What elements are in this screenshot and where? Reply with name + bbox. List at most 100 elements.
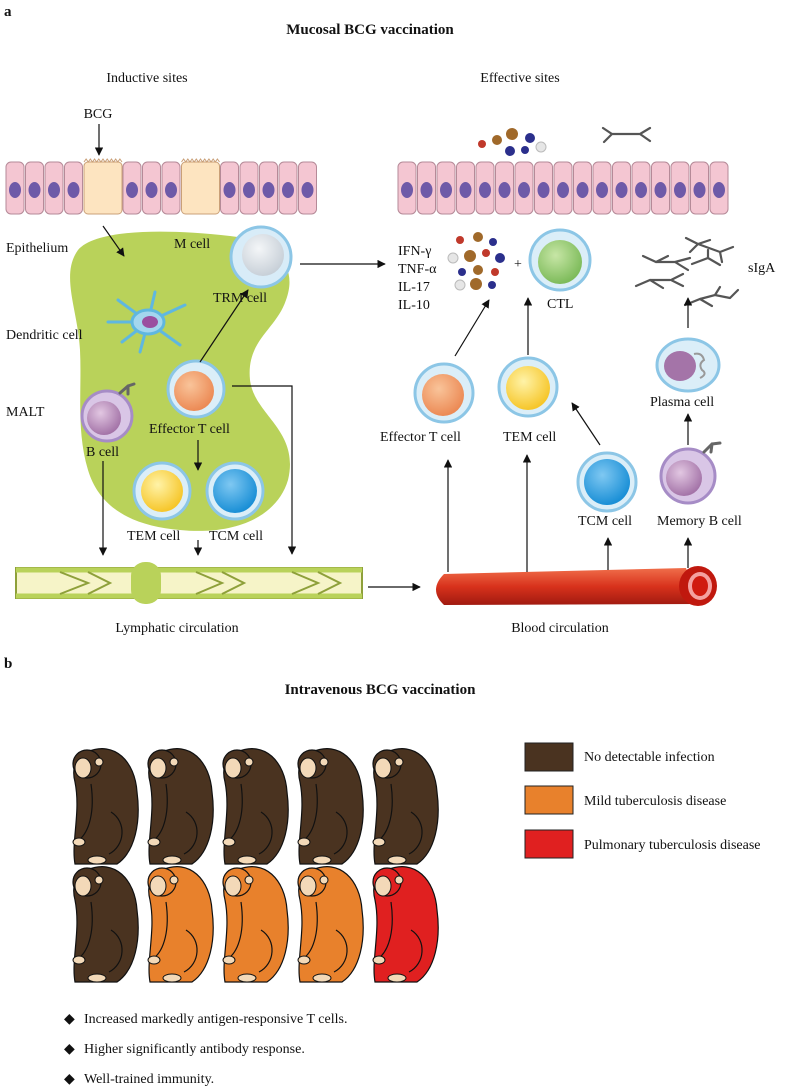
bcg-label: BCG xyxy=(84,107,113,122)
legend-swatch-pulmonary xyxy=(524,829,574,859)
cell-nucleus xyxy=(518,182,530,198)
cell-nucleus xyxy=(674,182,686,198)
b-cell-label: B cell xyxy=(86,445,119,460)
panel-b-title: Intravenous BCG vaccination xyxy=(285,682,477,698)
dendritic-cell xyxy=(106,290,187,354)
plus-sign: + xyxy=(514,257,522,272)
legend-label-pulmonary: Pulmonary tuberculosis disease xyxy=(584,838,761,853)
blood-vessel xyxy=(436,566,717,606)
trm-cell-label: TRM cell xyxy=(213,291,267,306)
cell-nucleus xyxy=(537,182,550,198)
monkey-3 xyxy=(222,748,289,865)
tcm-cell-right xyxy=(576,451,638,513)
tem-cell-right xyxy=(497,356,559,418)
panel-a-title: Mucosal BCG vaccination xyxy=(286,22,454,38)
m-cell-label: M cell xyxy=(174,237,210,252)
epithelium-to-malt-arrow xyxy=(102,225,125,257)
cell-nucleus xyxy=(262,182,275,198)
lymphatic-circulation-label: Lymphatic circulation xyxy=(115,621,238,636)
monkey-6 xyxy=(72,866,139,983)
legend-label-none: No detectable infection xyxy=(584,750,715,765)
effector-right-to-cytokine-arrow xyxy=(454,299,490,357)
tcm-right-to-tem-arrow xyxy=(571,402,601,446)
cytokine-tnf: TNF-α xyxy=(398,262,437,277)
cell-nucleus xyxy=(596,182,608,198)
monkey-4 xyxy=(297,748,364,865)
tcm-cell-left-label: TCM cell xyxy=(209,529,263,544)
effector-to-lymphatic-arrow xyxy=(232,385,297,555)
bullet-3: Well-trained immunity. xyxy=(84,1072,214,1087)
cell-nucleus xyxy=(635,182,647,198)
bullet-2: Higher significantly antibody response. xyxy=(84,1042,305,1057)
epithelium-label: Epithelium xyxy=(6,241,68,256)
epithelium-right xyxy=(397,161,729,215)
tcm-cell-left xyxy=(205,461,265,521)
cell-nucleus xyxy=(654,182,667,198)
cell-nucleus xyxy=(126,182,138,198)
secreted-particles xyxy=(478,128,547,156)
monkey-10 xyxy=(372,866,439,983)
epithelium-left xyxy=(5,158,317,215)
ctl-cell xyxy=(528,228,592,292)
bullet-mark-1: ◆ xyxy=(64,1012,75,1027)
cell-nucleus xyxy=(28,182,41,198)
blood-circulation-label: Blood circulation xyxy=(511,621,609,636)
cell-nucleus xyxy=(557,182,569,198)
inductive-sites-label: Inductive sites xyxy=(106,71,187,86)
memory-b-cell xyxy=(659,441,722,505)
cell-nucleus xyxy=(301,182,314,198)
memory-b-cell-label: Memory B cell xyxy=(657,514,742,529)
tem-cell-left xyxy=(132,461,192,521)
bullet-mark-3: ◆ xyxy=(64,1072,75,1087)
legend-label-mild: Mild tuberculosis disease xyxy=(584,794,726,809)
m-cell xyxy=(83,161,123,215)
cell-nucleus xyxy=(165,182,177,198)
legend-swatch-mild xyxy=(524,785,574,815)
cell-nucleus xyxy=(440,182,452,198)
b-cell xyxy=(80,382,136,443)
dendritic-cell-label: Dendritic cell xyxy=(6,328,83,343)
cytokine-il17: IL-17 xyxy=(398,280,430,295)
m-cell xyxy=(181,161,220,215)
effector-to-trm-arrow xyxy=(199,289,249,363)
cell-nucleus xyxy=(479,182,491,198)
ctl-label: CTL xyxy=(547,297,573,312)
lymphatic-vessel xyxy=(15,562,363,604)
plasma-cell-label: Plasma cell xyxy=(650,395,714,410)
panel-a-letter: a xyxy=(4,4,12,20)
tem-cell-right-label: TEM cell xyxy=(503,430,556,445)
cell-nucleus xyxy=(282,182,294,198)
effector-t-cell-left xyxy=(166,359,226,419)
cell-nucleus xyxy=(145,182,158,198)
bullet-mark-2: ◆ xyxy=(64,1042,75,1057)
monkey-2 xyxy=(147,748,214,865)
cell-nucleus xyxy=(401,182,413,198)
effective-sites-label: Effective sites xyxy=(480,71,559,86)
cell-nucleus xyxy=(48,182,60,198)
cytokine-particles xyxy=(447,232,505,291)
effector-t-cell-right-label: Effector T cell xyxy=(380,430,461,445)
tem-cell-left-label: TEM cell xyxy=(127,529,180,544)
cell-nucleus xyxy=(693,182,706,198)
cell-nucleus xyxy=(459,182,472,198)
cell-nucleus xyxy=(498,182,511,198)
monkey-1 xyxy=(72,748,139,865)
cell-nucleus xyxy=(67,182,80,198)
cell-nucleus xyxy=(576,182,589,198)
cell-nucleus xyxy=(713,182,725,198)
cell-nucleus xyxy=(223,182,236,198)
cell-nucleus xyxy=(420,182,433,198)
monkey-8 xyxy=(222,866,289,983)
plasma-cell xyxy=(655,337,721,393)
monkey-5 xyxy=(372,748,439,865)
bullet-1: Increased markedly antigen-responsive T … xyxy=(84,1012,347,1027)
trm-cell xyxy=(229,225,293,289)
effector-t-cell-left-label: Effector T cell xyxy=(149,422,230,437)
panel-b-letter: b xyxy=(4,656,12,672)
effector-t-cell-right xyxy=(413,362,475,424)
cytokine-ifn: IFN-γ xyxy=(398,244,431,259)
siga-antibodies xyxy=(601,126,740,308)
malt-label: MALT xyxy=(6,405,45,420)
legend-swatch-none xyxy=(524,742,574,772)
